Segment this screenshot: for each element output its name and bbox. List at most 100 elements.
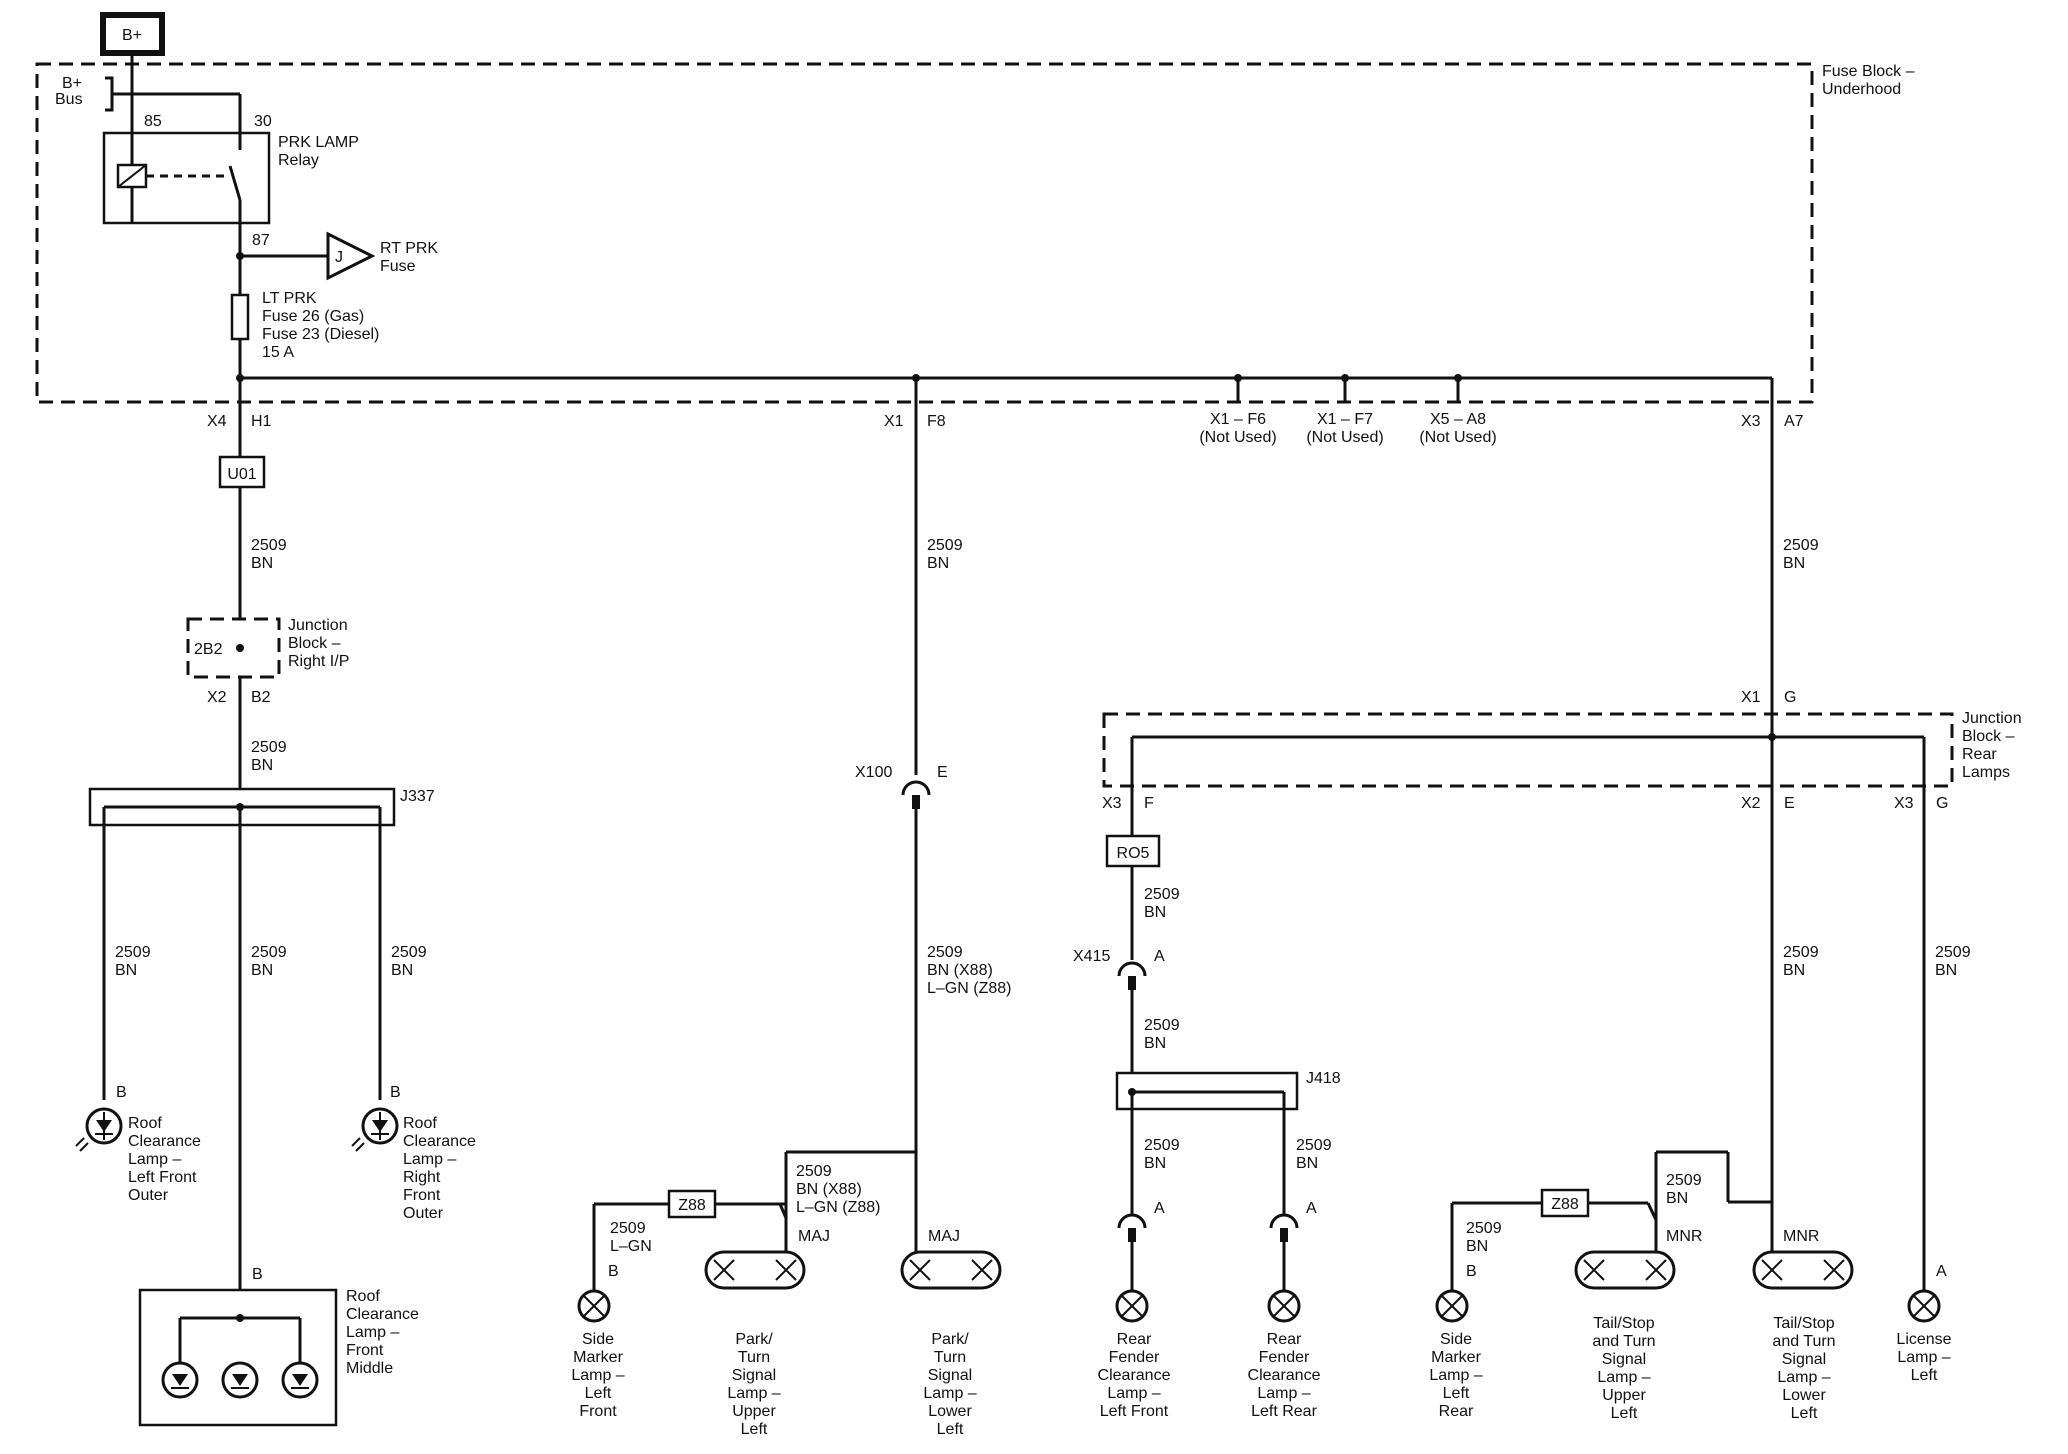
tail-ll-label: Lower xyxy=(1782,1387,1826,1404)
tail-stop-upper-left-lamp-icon xyxy=(1574,1250,1676,1290)
rt-prk-label-2: Fuse xyxy=(380,258,416,275)
roof-clearance-rf-lamp-icon xyxy=(351,1107,399,1152)
junction-block-rear-lamps xyxy=(1102,712,1954,788)
park-ll-label: Turn xyxy=(934,1349,966,1366)
out-f7-1: X1 – F7 xyxy=(1317,411,1373,428)
wire-label: 2509 xyxy=(1783,944,1819,961)
relay-label-2: Relay xyxy=(278,152,319,169)
rear-e: E xyxy=(1784,795,1795,812)
j337-label: J337 xyxy=(400,788,435,805)
pin-label: B xyxy=(1466,1263,1477,1280)
out-x1: X1 xyxy=(884,413,904,430)
fuse-label-4: 15 A xyxy=(262,344,294,361)
junction-rear-label-3: Rear xyxy=(1962,746,1997,763)
wire-label: BN xyxy=(1296,1155,1318,1172)
wire-label: L–GN (Z88) xyxy=(927,980,1011,997)
pin-label: B xyxy=(390,1084,401,1101)
wire-label: BN xyxy=(1666,1190,1688,1207)
tail-ll-label: Lamp – xyxy=(1777,1369,1830,1386)
bus-label-1: B+ xyxy=(62,75,82,92)
x100-connector-icon xyxy=(901,780,931,796)
park-ll-label: Lamp – xyxy=(923,1385,976,1402)
license-label: Left xyxy=(1911,1367,1938,1384)
wire-label: BN xyxy=(1144,1155,1166,1172)
pin-label: A xyxy=(1306,1200,1317,1217)
park-turn-upper-left-lamp-icon xyxy=(704,1244,806,1290)
side-lf-label: Marker xyxy=(573,1349,623,1366)
wire-label: BN (X88) xyxy=(796,1181,862,1198)
rear-g2: G xyxy=(1936,795,1948,812)
side-lr-label: Left xyxy=(1443,1385,1470,1402)
junction-x2: X2 xyxy=(207,689,227,706)
wire-label: 2509 xyxy=(1783,537,1819,554)
rt-prk-arrow xyxy=(326,231,376,281)
fuse-block-underhood-boundary xyxy=(35,62,1814,404)
roof-rf-label: Lamp – xyxy=(403,1151,456,1168)
side-marker-lf-lamp-icon xyxy=(577,1289,611,1323)
junction-block-right-ip xyxy=(186,617,281,679)
rf-lf-label: Fender xyxy=(1109,1349,1160,1366)
rf-lf-label: Lamp – xyxy=(1107,1385,1160,1402)
wire-label: 2509 xyxy=(251,537,287,554)
side-lr-label: Rear xyxy=(1439,1403,1474,1420)
z88-rear-label: Z88 xyxy=(1551,1196,1579,1213)
side-lr-label: Marker xyxy=(1431,1349,1481,1366)
rf-lr-label: Lamp – xyxy=(1257,1385,1310,1402)
rear-x2: X2 xyxy=(1741,795,1761,812)
wire-label: 2509 xyxy=(1144,886,1180,903)
license-lamp-icon xyxy=(1907,1289,1941,1323)
park-ll-label: Park/ xyxy=(931,1331,969,1348)
out-x4: X4 xyxy=(207,413,227,430)
pin-label: MNR xyxy=(1666,1228,1702,1245)
tail-ll-label: Tail/Stop xyxy=(1773,1315,1834,1332)
relay-label-1: PRK LAMP xyxy=(278,134,359,151)
pin-label: B xyxy=(116,1084,127,1101)
x415-label: X415 xyxy=(1073,948,1110,965)
roof-rf-label: Clearance xyxy=(403,1133,476,1150)
relay-pin-87: 87 xyxy=(252,232,270,249)
roof-rf-label: Roof xyxy=(403,1115,437,1132)
rear-fender-lr-lamp-icon xyxy=(1267,1289,1301,1323)
rf-lr-label: Clearance xyxy=(1248,1367,1321,1384)
side-lf-label: Front xyxy=(579,1403,617,1420)
fuse-label-2: Fuse 26 (Gas) xyxy=(262,308,364,325)
wire-label: 2509 xyxy=(1296,1137,1332,1154)
side-lf-label: Lamp – xyxy=(571,1367,624,1384)
rear-fender-lf-lamp-icon xyxy=(1115,1289,1149,1323)
u01-connector xyxy=(218,455,266,489)
rf-lr-label: Fender xyxy=(1259,1349,1310,1366)
wire-label: 2509 xyxy=(391,944,427,961)
park-ll-label: Signal xyxy=(928,1367,972,1384)
roof-lf-label: Clearance xyxy=(128,1133,201,1150)
wire-label: 2509 xyxy=(251,739,287,756)
z88-connector xyxy=(667,1189,717,1219)
ro5-connector xyxy=(1105,834,1161,868)
roof-middle-lamp-icon xyxy=(161,1361,319,1399)
x100-label: X100 xyxy=(855,764,892,781)
license-label: Lamp – xyxy=(1897,1349,1950,1366)
fuse-block-label-1: Fuse Block – xyxy=(1822,63,1915,80)
license-label: License xyxy=(1896,1331,1951,1348)
out-a8-1: X5 – A8 xyxy=(1430,411,1486,428)
wire-label: 2509 xyxy=(1935,944,1971,961)
roof-lf-label: Left Front xyxy=(128,1169,197,1186)
out-x3: X3 xyxy=(1741,413,1761,430)
wire-label: 2509 xyxy=(251,944,287,961)
prk-lamp-relay xyxy=(102,131,271,225)
park-ul-label: Left xyxy=(741,1421,768,1438)
roof-mid-label: Roof xyxy=(346,1288,380,1305)
z88-label: Z88 xyxy=(678,1197,706,1214)
out-f6-1: X1 – F6 xyxy=(1210,411,1266,428)
junction-ip-label-3: Right I/P xyxy=(288,653,349,670)
out-f6-2: (Not Used) xyxy=(1199,429,1276,446)
tail-ll-label: Left xyxy=(1791,1405,1818,1422)
wire-label: BN xyxy=(251,757,273,774)
junction-ip-label-1: Junction xyxy=(288,617,348,634)
wire-label: BN (X88) xyxy=(927,962,993,979)
side-marker-lr-lamp-icon xyxy=(1435,1289,1469,1323)
rear-x1: X1 xyxy=(1741,689,1761,706)
wire-label: BN xyxy=(927,555,949,572)
rear-x3-left: X3 xyxy=(1102,795,1122,812)
junction-b2: B2 xyxy=(251,689,271,706)
wire-label: BN xyxy=(1144,1035,1166,1052)
